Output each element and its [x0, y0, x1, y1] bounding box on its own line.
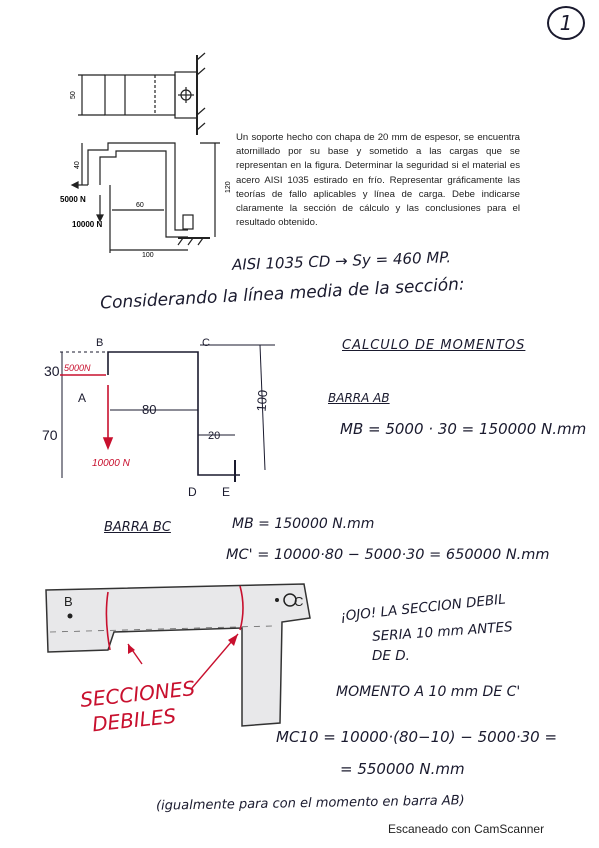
mc10-equation: MC10 = 10000·(80−10) − 5000·30 =: [276, 728, 558, 746]
photo-c: C: [294, 594, 303, 609]
sketch-d100: 100: [253, 389, 270, 412]
top-view: [78, 52, 206, 135]
sketch-d: D: [188, 485, 197, 499]
sketch-f5000: 5000N: [64, 363, 91, 373]
page-number: 1: [547, 6, 585, 40]
mb-bc-equation: MB = 150000 N.mm: [232, 516, 375, 532]
bar-ab-heading: BARRA AB: [328, 391, 390, 405]
sketch-d80: 80: [142, 402, 156, 417]
dim-120-label: 120: [225, 181, 232, 193]
scanner-footer: Escaneado con CamScanner: [388, 822, 545, 836]
bracket-photo: B C: [45, 583, 311, 727]
mc10-result: = 550000 N.mm: [340, 760, 465, 778]
problem-figure: 50 40 5000 N 10000 N 60 100 120: [60, 52, 232, 259]
sketch-d30: 30: [44, 363, 60, 379]
page-number-text: 1: [559, 11, 573, 35]
bracket-sketch: B C A D E 5000N 10000 N 30 70 80 20 100: [42, 337, 275, 499]
mb-equation: MB = 5000 · 30 = 150000 N.mm: [340, 420, 587, 438]
dim-left-label: 40: [74, 161, 81, 169]
sketch-d70: 70: [42, 427, 58, 443]
considering-note: Considerando la línea media de la secció…: [99, 274, 466, 314]
photo-b: B: [64, 594, 73, 609]
final-note: (igualmente para con el momento en barra…: [155, 793, 465, 814]
moments-title: CALCULO DE MOMENTOS: [342, 338, 526, 353]
sketch-d20: 20: [208, 430, 220, 442]
sketch-f10000: 10000 N: [92, 458, 131, 469]
ojo-line1: ¡OJO! LA SECCION DEBIL: [339, 591, 507, 625]
sketch-a: A: [78, 391, 86, 405]
mc-equation: MC' = 10000·80 − 5000·30 = 650000 N.mm: [226, 547, 550, 563]
problem-statement: Un soporte hecho con chapa de 20 mm de e…: [236, 132, 520, 229]
moment-10-heading: MOMENTO A 10 mm DE C': [336, 684, 521, 700]
ojo-line2: SERIA 10 mm ANTES: [371, 619, 514, 645]
dim-100-label: 100: [142, 252, 154, 259]
ojo-line3: DE D.: [372, 648, 410, 664]
material-note: AISI 1035 CD → Sy = 460 MP.: [231, 248, 452, 274]
side-view: [70, 142, 220, 253]
force-v-label: 10000 N: [72, 220, 102, 229]
bar-bc-heading: BARRA BC: [104, 520, 171, 535]
dim-60-label: 60: [136, 202, 144, 209]
sketch-e: E: [222, 485, 230, 499]
sketch-c: C: [202, 337, 210, 349]
dim-top-label: 50: [70, 91, 77, 99]
sketch-b: B: [96, 337, 103, 349]
force-h-label: 5000 N: [60, 195, 86, 204]
